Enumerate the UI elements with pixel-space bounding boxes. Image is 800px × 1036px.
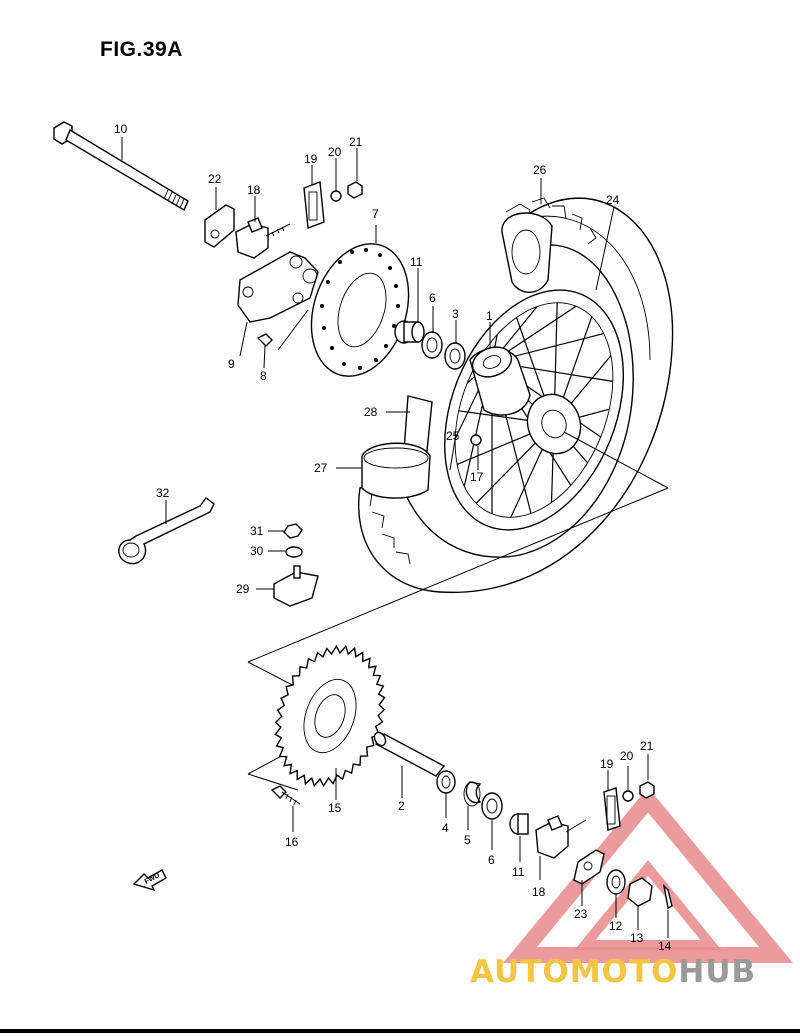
figure-title: FIG.39A: [100, 38, 183, 61]
chain-adjuster-lower: [535, 815, 587, 880]
adjuster-bolt-set-upper: [303, 148, 363, 229]
callout-labels: 10 22 18 19 20 21 26 24 7 11 6 3 1 9 8 2…: [114, 122, 672, 953]
callout-13: 13: [630, 931, 644, 945]
callout-18-upper: 18: [247, 183, 261, 197]
callout-28: 28: [364, 405, 378, 419]
callout-6-upper: 6: [429, 291, 436, 305]
valve-nut-washer-stem: [256, 523, 319, 607]
watermark-text-hub: HUB: [678, 954, 756, 990]
callout-12: 12: [609, 919, 623, 933]
page-bottom-rule: [0, 1029, 800, 1033]
rear-tire: [358, 178, 674, 593]
callout-31: 31: [250, 524, 264, 538]
callout-17: 17: [470, 470, 484, 484]
callout-24: 24: [606, 193, 620, 207]
hub-spacers-bearings-lower: [436, 770, 529, 862]
callout-9: 9: [228, 357, 235, 371]
callout-5: 5: [464, 833, 471, 847]
callout-19-upper: 19: [304, 152, 318, 166]
callout-20-lower: 20: [620, 749, 634, 763]
callout-11-lower: 11: [512, 865, 525, 879]
callout-22: 22: [208, 172, 222, 186]
axle-nut-set: [573, 849, 673, 938]
callout-18-lower: 18: [532, 885, 546, 899]
callout-11-upper: 11: [410, 255, 423, 269]
callout-19-lower: 19: [600, 757, 614, 771]
callout-3: 3: [452, 307, 459, 321]
callout-29: 29: [236, 582, 250, 596]
callout-2: 2: [398, 799, 405, 813]
forward-direction-arrow: FWD: [132, 869, 167, 892]
callout-26: 26: [533, 163, 547, 177]
callout-4: 4: [442, 821, 449, 835]
hub-spacers-bearings-upper: [394, 268, 466, 370]
callout-6-lower: 6: [488, 853, 495, 867]
callout-21-upper: 21: [349, 135, 363, 149]
callout-16: 16: [285, 835, 299, 849]
callout-27: 27: [314, 461, 328, 475]
callout-8: 8: [260, 369, 267, 383]
watermark-wordmark: AUTOMOTOHUB: [470, 954, 756, 990]
assembly-reference-lines: [247, 487, 669, 791]
callout-20-upper: 20: [328, 145, 342, 159]
svg-text:AUTOMOTOHUB: AUTOMOTOHUB: [470, 954, 756, 990]
callout-32: 32: [156, 486, 170, 500]
sprocket-bolt: [270, 785, 301, 832]
rear-axle: [53, 121, 189, 212]
callout-1: 1: [486, 309, 493, 323]
hub-spacer-tube: [373, 731, 446, 798]
caliper-bracket: [237, 251, 319, 369]
rear-sprocket: [274, 644, 386, 800]
callout-23: 23: [574, 907, 588, 921]
callout-30: 30: [250, 544, 264, 558]
callout-10: 10: [114, 122, 128, 136]
adjuster-bolt-set-lower: [603, 754, 655, 831]
callout-14: 14: [658, 939, 672, 953]
callout-25: 25: [446, 429, 460, 443]
rim-band-and-tube: [336, 395, 482, 499]
watermark-text-automoto: AUTOMOTO: [470, 954, 678, 990]
rear-hub: [469, 322, 669, 489]
brake-disc: [310, 225, 410, 377]
spanner-tool: [118, 497, 215, 565]
callout-7: 7: [372, 207, 379, 221]
callout-15: 15: [328, 801, 342, 815]
chain-adjuster-plate-upper: [204, 187, 235, 248]
callout-21-lower: 21: [640, 739, 654, 753]
chain-adjuster-upper: [235, 196, 291, 259]
